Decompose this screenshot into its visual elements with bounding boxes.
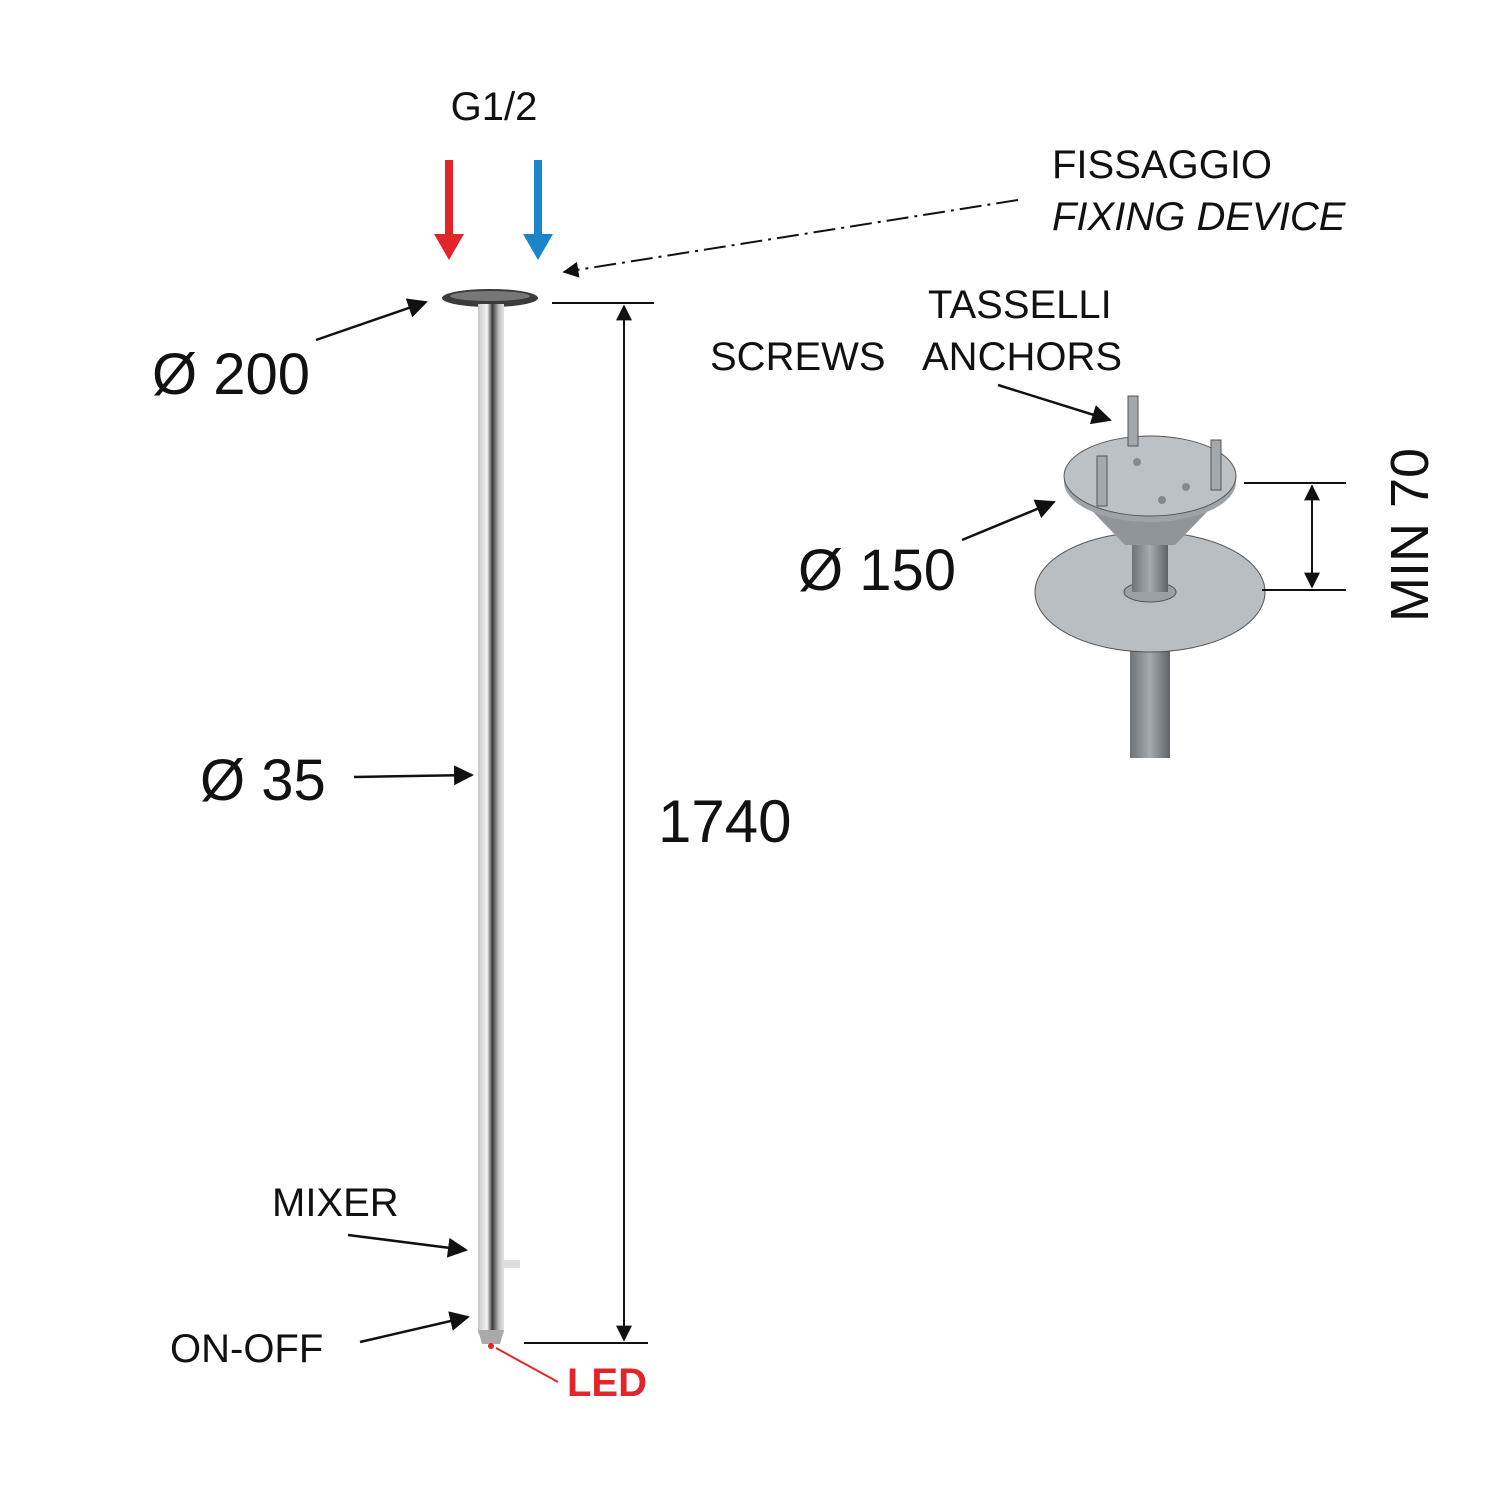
height-label: 1740: [658, 788, 791, 855]
inlet-label: G1/2: [451, 85, 538, 129]
hot-water-arrow-icon: [434, 160, 464, 260]
on-off-label: ON-OFF: [170, 1327, 323, 1371]
min-height-dimension: [1244, 482, 1346, 591]
anchors-label-it: TASSELLI: [928, 283, 1112, 327]
fixing-label-it: FISSAGGIO: [1052, 143, 1272, 187]
screws-label: SCREWS: [710, 335, 886, 379]
led-label: LED: [567, 1361, 647, 1405]
fixing-label-en: FIXING DEVICE: [1052, 195, 1347, 239]
fixing-device-illustration: [1034, 395, 1266, 758]
pipe-diameter-label: Ø 35: [200, 748, 326, 813]
shower-column: [442, 289, 538, 1349]
anchors-label-en: ANCHORS: [922, 335, 1122, 379]
top-diameter-label: Ø 200: [152, 342, 310, 407]
height-dimension: [524, 302, 654, 1344]
cold-water-arrow-icon: [523, 160, 553, 260]
plate-diameter-label: Ø 150: [798, 538, 956, 603]
min-height-label: MIN 70: [1380, 448, 1440, 622]
mixer-label: MIXER: [272, 1181, 399, 1225]
